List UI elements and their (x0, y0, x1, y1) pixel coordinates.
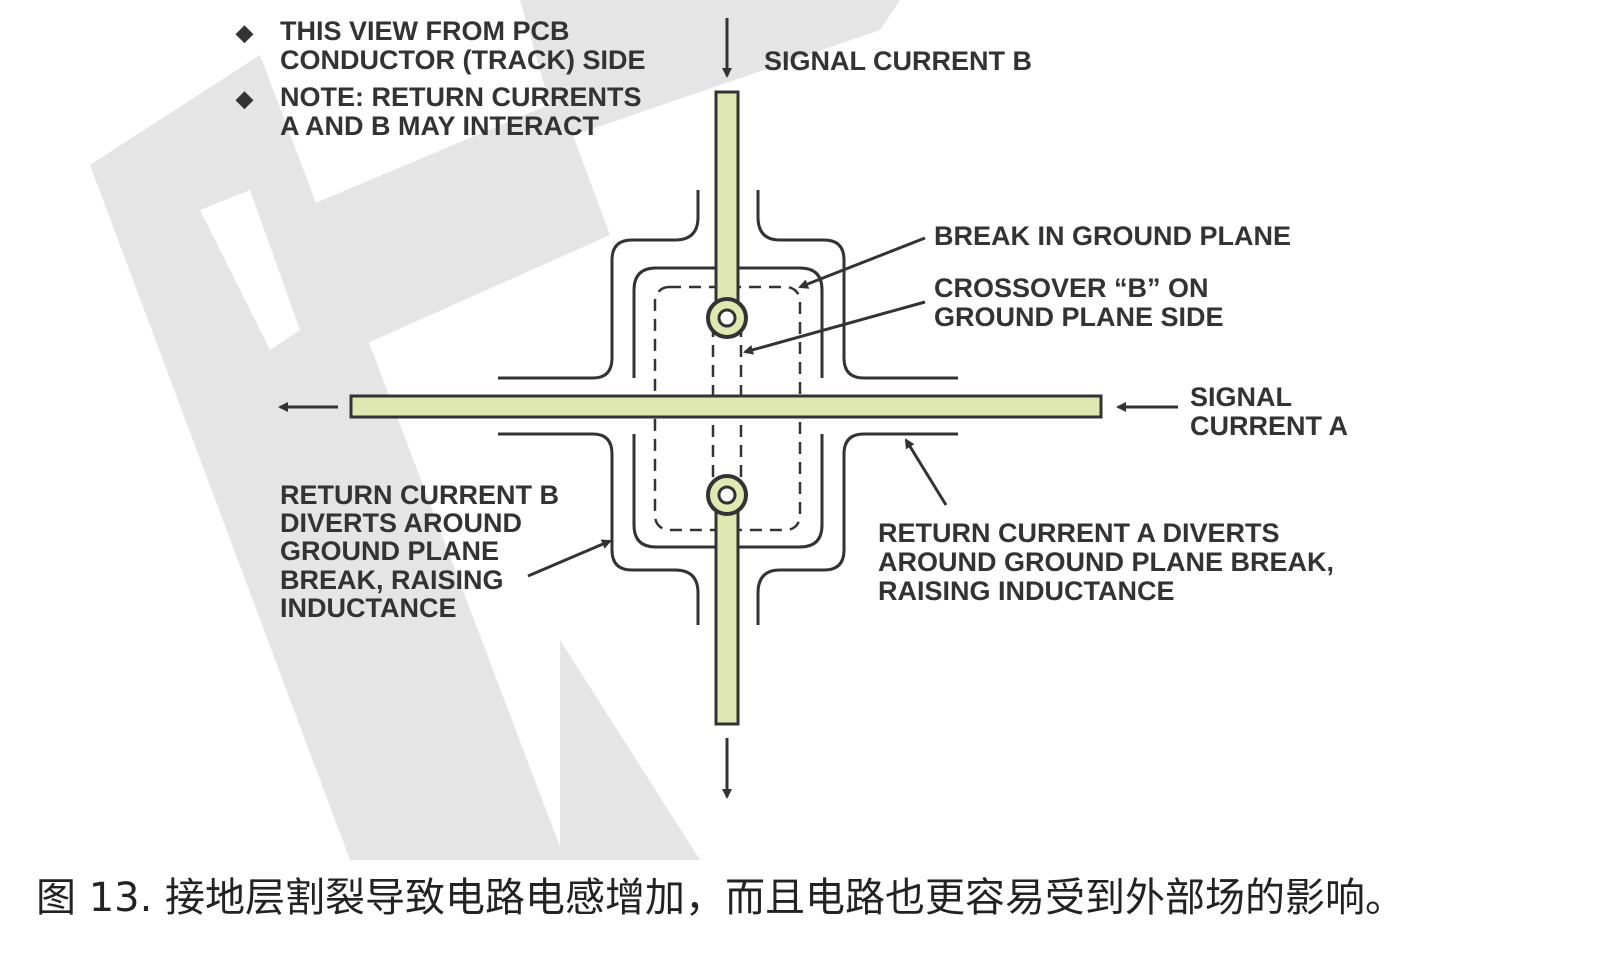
break-outline-top-left (498, 190, 700, 380)
pointer-break-in-ground-plane (798, 236, 926, 289)
via-bottom-hole (717, 485, 737, 505)
label-return-current-b-line-1: RETURN CURRENT B (280, 480, 559, 510)
watermark-inner-hole (200, 190, 300, 350)
label-return-current-a-line-3: RAISING INDUCTANCE (878, 576, 1175, 606)
label-return-current-b-line-2: DIVERTS AROUND (280, 508, 522, 538)
labels: SIGNAL CURRENT B BREAK IN GROUND PLANE C… (280, 46, 1348, 623)
note-1-line-2: CONDUCTOR (TRACK) SIDE (280, 45, 646, 75)
note-2-line-1: NOTE: RETURN CURRENTS (280, 82, 642, 112)
label-signal-current-a-line-1: SIGNAL (1190, 382, 1292, 412)
label-break-in-ground-plane: BREAK IN GROUND PLANE (934, 221, 1291, 251)
label-return-current-a-line-2: AROUND GROUND PLANE BREAK, (878, 547, 1334, 577)
note-1-bullet: ◆ (235, 20, 254, 45)
note-2-bullet: ◆ (235, 86, 254, 111)
pointer-crossover-b (743, 300, 926, 355)
pointer-return-current-a (904, 438, 948, 506)
notes: ◆ THIS VIEW FROM PCB CONDUCTOR (TRACK) S… (235, 16, 646, 141)
signal-trace-b-bottom (714, 506, 740, 726)
label-crossover-b-line-1: CROSSOVER “B” ON (934, 273, 1209, 303)
label-signal-current-a-line-2: CURRENT A (1190, 411, 1348, 441)
via-top-hole (717, 308, 737, 328)
watermark (90, 0, 900, 860)
arrows (278, 18, 1178, 799)
label-return-current-b-line-4: BREAK, RAISING (280, 565, 504, 595)
break-outline-top-right (756, 190, 958, 380)
label-crossover-b-line-2: GROUND PLANE SIDE (934, 302, 1224, 332)
break-outline-bottom-left (498, 432, 700, 625)
label-return-current-a-line-1: RETURN CURRENT A DIVERTS (878, 518, 1280, 548)
note-1-line-1: THIS VIEW FROM PCB (280, 16, 570, 46)
signal-trace-b (706, 90, 748, 726)
watermark-bottom-right (560, 640, 700, 860)
diagram: ◆ THIS VIEW FROM PCB CONDUCTOR (TRACK) S… (90, 0, 1348, 860)
figure-caption: 图 13. 接地层割裂导致电路电感增加，而且电路也更容易受到外部场的影响。 (36, 875, 1406, 921)
break-outline-bottom-right (756, 432, 958, 625)
pointer-return-current-b (527, 539, 612, 578)
signal-trace-a (349, 394, 1103, 419)
ground-plane-break-outline (498, 190, 958, 625)
label-return-current-b-line-3: GROUND PLANE (280, 536, 499, 566)
signal-trace-b-top (714, 90, 740, 308)
watermark-top-stroke (520, 0, 900, 140)
label-return-current-b-line-5: INDUCTANCE (280, 593, 457, 623)
note-2-line-2: A AND B MAY INTERACT (280, 111, 600, 141)
label-signal-current-b: SIGNAL CURRENT B (764, 46, 1032, 76)
